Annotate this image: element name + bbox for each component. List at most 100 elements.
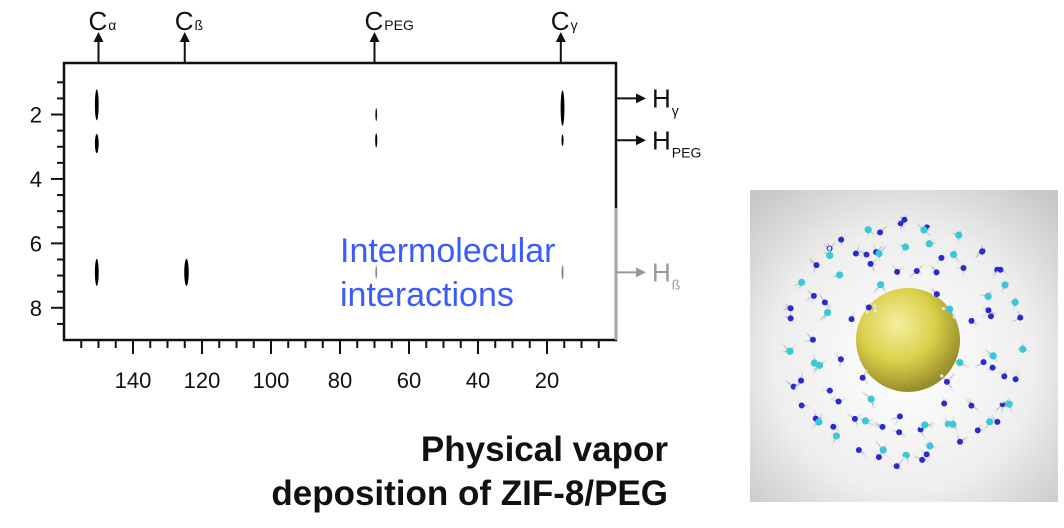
y-tick-label: 2 [30,103,42,128]
hydrogen-atom [873,451,877,455]
peg-core-sphere [856,288,960,392]
zinc-atom [949,420,957,428]
nitrogen-atom [838,236,845,243]
nitrogen-atom [1017,314,1024,321]
hydrogen-atom [1014,294,1018,298]
hydrogen-atom [884,244,889,248]
hydrogen-atom [1008,300,1012,304]
hydrogen-atom [873,269,877,273]
hydrogen-atom [890,464,895,468]
hydrogen-atom [979,293,983,297]
hydrogen-atom [897,214,901,218]
hydrogen-atom [1000,272,1004,276]
hydrogen-atom [872,243,876,248]
hydrogen-atom [797,287,801,291]
hydrogen-atom [929,234,933,238]
hydrogen-atom [922,435,926,439]
hydrogen-atom [956,433,960,437]
cross-peak [561,265,564,280]
hydrogen-atom [902,456,907,461]
nitrogen-atom [863,251,870,258]
zinc-atom [875,250,883,258]
carbon-label-subscript: ß [195,17,204,33]
cross-peak [375,108,378,121]
zinc-atom [826,251,834,260]
annotation-line-2: interactions [340,276,514,314]
hydrogen-atom [800,408,804,412]
carbon-label: Cα [89,6,117,36]
nitrogen-atom [985,307,992,314]
hydrogen-atom [1004,369,1008,373]
zinc-atom [867,395,875,403]
carbon-label: Cß [175,6,203,36]
hydrogen-atom [870,423,874,427]
zinc-atom [877,281,885,289]
x-tick-label: 100 [253,368,290,393]
hydrogen-atom [852,310,856,315]
hydrogen-atom [975,323,979,327]
proton-label: Hγ [652,83,679,118]
hydrogen-atom [957,260,961,264]
x-tick-label: 40 [466,368,490,393]
carbon-arrow-head [369,32,380,42]
nitrogen-atom [960,265,967,272]
zinc-atom [946,305,954,313]
hydrogen-atom [873,304,877,308]
hydrogen-atom [865,380,869,385]
hydrogen-atom [930,424,934,428]
nitrogen-atom [979,248,986,255]
zinc-atom [949,250,958,259]
zinc-atom [815,361,824,369]
y-tick-label: 6 [30,231,42,256]
hydrogen-atom [912,454,917,458]
hydrogen-atom [1005,271,1009,275]
hydrogen-atom [980,427,985,431]
hydrogen-atom [811,425,815,429]
hydrogen-atom [925,459,929,463]
hydrogen-atom [905,211,910,216]
hydrogen-atom [831,441,835,445]
hydrogen-atom [981,356,986,360]
hydrogen-atom [965,398,969,402]
hydrogen-atom [929,264,933,268]
hydrogen-atom [870,418,874,422]
zinc-atom [823,308,832,317]
hydrogen-atom [782,305,786,309]
hydrogen-atom [960,262,964,266]
hydrogen-atom [944,398,948,402]
hydrogen-atom [901,226,905,231]
carbon-arrow-head [93,32,104,42]
hydrogen-atom [857,413,862,417]
zif8-peg-molecular-model [750,190,1058,502]
hydrogen-atom [817,292,822,297]
hydrogen-atom [902,434,906,438]
proton-label-subscript: ß [672,276,681,292]
hydrogen-atom [821,318,826,322]
x-tick-label: 20 [535,368,559,393]
hydrogen-atom [929,287,933,291]
zinc-atom [815,418,823,426]
carbon-label-subscript: α [108,17,116,33]
carbon-arrow-head [555,32,566,42]
hydrogen-atom [992,274,996,278]
nitrogen-atom [837,356,844,363]
nitrogen-atom [941,400,948,407]
hydrogen-atom [934,446,938,450]
nitrogen-atom [821,299,828,306]
hydrogen-atom [896,418,900,422]
hydrogen-atom [980,243,984,247]
hydrogen-atom [952,315,956,319]
nitrogen-atom [879,423,886,430]
hydrogen-atom [881,243,885,248]
hydrogen-atom [831,275,835,279]
hydrogen-atom [825,240,829,244]
hydrogen-atom [830,432,834,436]
hydrogen-atom [833,352,838,356]
hydrogen-atom [837,438,842,442]
hydrogen-atom [783,301,787,305]
hydrogen-atom [906,460,911,465]
hydrogen-atom [834,240,838,244]
hydrogen-atom [952,372,956,376]
hydrogen-atom [984,348,988,352]
hydrogen-atom [819,412,824,416]
